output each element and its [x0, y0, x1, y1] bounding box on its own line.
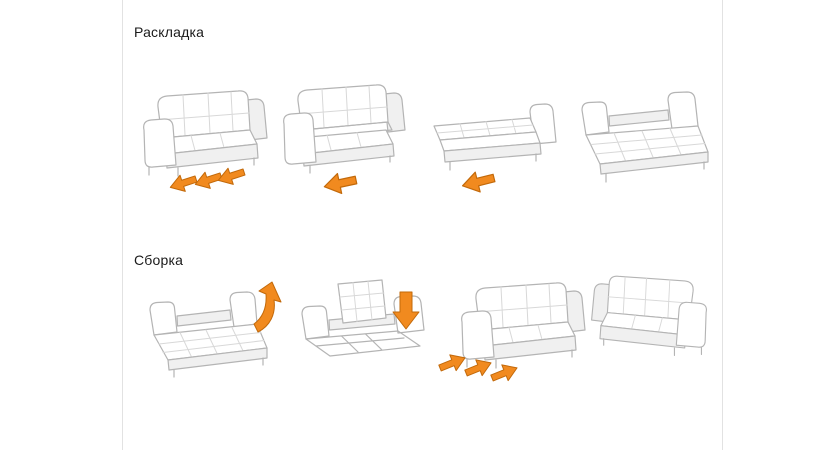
fold-down-arrow-icon	[392, 291, 420, 330]
fold-step-4	[586, 266, 721, 376]
fold-step-2	[286, 272, 436, 390]
frame-border-left	[122, 0, 123, 450]
bed-lift-curved-arrow-icon	[149, 281, 282, 378]
unfold-step-1	[128, 80, 273, 198]
sofa-assembled-icon	[591, 275, 707, 357]
sofa-pull-out-arrows-icon	[143, 90, 268, 196]
push-arrow-icon	[488, 359, 521, 387]
sofa-icon	[283, 84, 406, 174]
frame-fold-down-icon	[301, 279, 425, 357]
bed-unfolded-icon	[581, 91, 709, 183]
fold-step-3	[436, 272, 586, 390]
fold-step-1	[126, 272, 284, 390]
sofa-icon	[591, 275, 707, 357]
unfold-step-4	[556, 78, 716, 196]
sofa-seat-forward-icon	[283, 84, 406, 198]
pull-arrow-icon	[321, 169, 359, 198]
bed-icon	[581, 91, 709, 183]
bed-icon	[149, 291, 268, 378]
sofa-push-in-arrows-icon	[436, 282, 586, 387]
pull-arrow-icon	[459, 167, 498, 197]
sofa-icon	[143, 90, 268, 177]
sofa-folding-flat-icon	[433, 103, 557, 197]
unfold-step-2	[272, 72, 412, 198]
section-title-fold: Сборка	[134, 252, 184, 268]
unfold-step-3	[412, 82, 557, 197]
section-title-unfold: Раскладка	[134, 24, 205, 40]
lift-curved-arrow-icon	[253, 281, 282, 333]
sofa-icon	[461, 282, 586, 369]
pull-arrow-icon	[167, 170, 200, 196]
frame-border-right	[722, 0, 723, 450]
sofa-icon	[433, 103, 557, 171]
